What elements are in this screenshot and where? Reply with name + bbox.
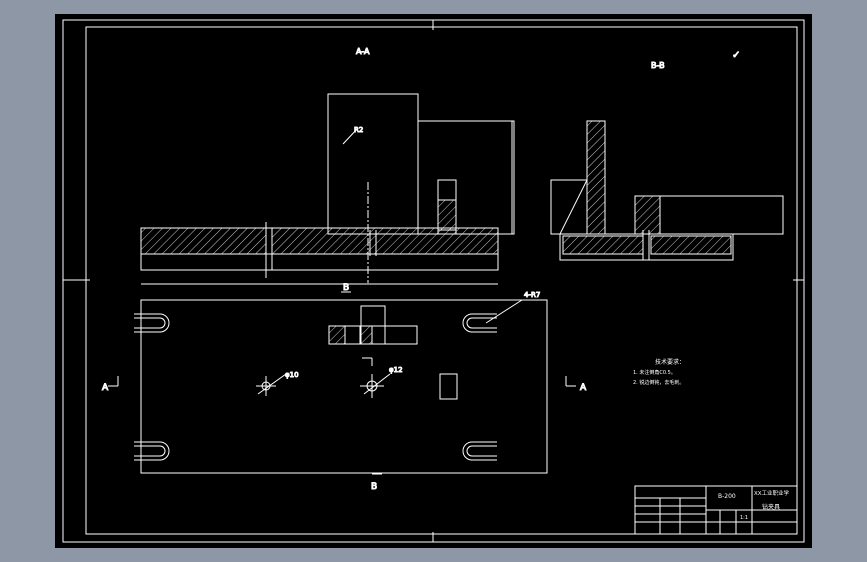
plan-view: B B A A 4-R7 φ10 φ12 bbox=[102, 283, 588, 493]
part-name: 钻夹具 bbox=[762, 503, 780, 511]
school-name: XX工业职业学 bbox=[754, 489, 790, 497]
scale-value: 1:1 bbox=[740, 515, 748, 521]
section-aa-view: A-A R2 bbox=[140, 47, 515, 285]
centering-marks bbox=[63, 20, 804, 542]
notes-line-1: 1. 未注倒角C0.5。 bbox=[633, 369, 676, 376]
notes-title: 技术要求： bbox=[655, 358, 685, 366]
section-bb-label: B-B bbox=[651, 61, 665, 70]
drawing-sheet bbox=[55, 14, 812, 548]
title-block: B-200 XX工业职业学 钻夹具 1:1 bbox=[634, 485, 798, 535]
notes-line-2: 2. 锐边倒钝，去毛刺。 bbox=[633, 379, 684, 386]
r2-dimension: R2 bbox=[354, 126, 363, 134]
roughness-symbol: ✓ bbox=[732, 50, 740, 61]
technical-notes: 技术要求： 1. 未注倒角C0.5。 2. 锐边倒钝，去毛刺。 bbox=[633, 358, 685, 386]
slot-dimension: 4-R7 bbox=[524, 291, 540, 299]
cut-b-bottom-label: B bbox=[371, 482, 377, 492]
cut-a-left-label: A bbox=[102, 383, 109, 393]
hole-small-dimension: φ10 bbox=[285, 371, 299, 379]
cut-b-top-label: B bbox=[343, 283, 349, 293]
section-aa-label: A-A bbox=[356, 47, 370, 56]
cut-a-right-label: A bbox=[580, 383, 587, 393]
hole-large-dimension: φ12 bbox=[389, 366, 403, 374]
drawing-number: B-200 bbox=[718, 493, 736, 500]
section-bb-view: B-B ✓ bbox=[550, 50, 784, 261]
